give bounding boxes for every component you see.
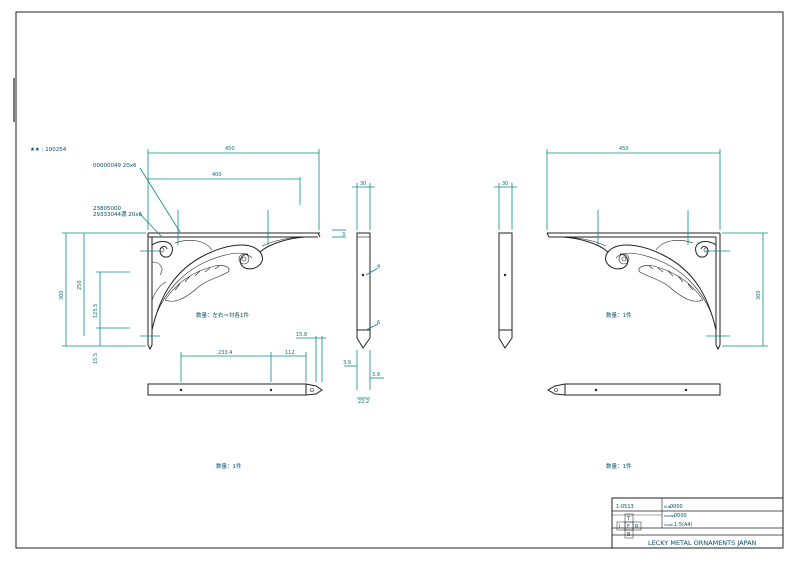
field-b-label: model (664, 514, 675, 518)
scale-value: 1:5(A4) (674, 522, 693, 528)
bottom-profile-left (147, 383, 307, 396)
dim-3-9b: 3.9 (372, 372, 380, 378)
left-side-view: 30 4 6 3 3.9 3.9 22.2 (332, 181, 384, 405)
svg-text:T: T (626, 516, 631, 522)
screw-note-1: 00000049 20x6 (93, 163, 137, 169)
bottom-profile-right (564, 383, 721, 396)
right-side-view: 30 (494, 181, 517, 349)
dim-300-left: 300 (59, 290, 65, 300)
field-a-value: 0000 (670, 504, 683, 510)
sheet-border (15, 11, 784, 549)
dim-125-left: 125.5 (93, 304, 99, 318)
svg-text:L: L (619, 524, 622, 530)
dim-thickness-left: 30 (360, 181, 366, 187)
drawing-number: 1-0513 (616, 504, 634, 510)
scale-label: scale (664, 523, 673, 527)
dim-450-left: 450 (225, 146, 235, 152)
dim-4: 4 (377, 264, 380, 270)
screw-note-2a: 23805000 (93, 206, 121, 212)
projection-symbol: T L F R B (616, 513, 642, 539)
leader-screw-1 (139, 167, 181, 233)
scroll-ornament-right (562, 236, 717, 331)
dim-15-8: 15.8 (296, 332, 307, 338)
dim-450-right: 450 (619, 146, 629, 152)
right-front-view: 450 300 数量：1件 (546, 146, 768, 351)
qty-note-right: 数量：1件 (606, 311, 632, 319)
qty-note-left: 数量：左右＝対各1件 (196, 311, 249, 319)
svg-text:B: B (627, 532, 631, 538)
dim-250-left: 250 (77, 280, 83, 290)
dim-400-left: 400 (212, 172, 222, 178)
dim-3: 3 (342, 232, 345, 238)
dim-6: 6 (377, 320, 380, 326)
qty-note-bottom-right: 数量：1件 (606, 462, 632, 470)
dim-thickness-right: 30 (502, 181, 508, 187)
leader-screw-2 (139, 213, 163, 238)
dim-300-right: 300 (756, 290, 762, 300)
field-a-label: title (664, 505, 671, 509)
title-block: 1-0513 title 0000 model 0000 scale 1:5(A… (611, 497, 784, 549)
left-bottom-view: 233.4 112 15.8 数量：1件 (147, 332, 326, 470)
qty-note-bottom-left: 数量：1件 (216, 462, 242, 470)
company-name: LECKY METAL ORNAMENTS JAPAN (648, 539, 757, 547)
part-number: ★★ : 100254 (30, 147, 67, 153)
dim-3-9a: 3.9 (343, 360, 351, 366)
left-front-view: 450 400 00000049 20x6 23805000 29333044濃… (59, 146, 321, 364)
side-profile-right (498, 232, 513, 331)
dim-112: 112 (285, 350, 295, 356)
side-profile-left (356, 232, 371, 331)
svg-text:R: R (635, 524, 639, 530)
dim-15-left: 15.5 (93, 353, 99, 364)
svg-text:F: F (627, 524, 630, 530)
dim-233-4: 233.4 (218, 350, 232, 356)
right-bottom-view: 数量：1件 (546, 383, 721, 470)
screw-note-2b: 29333044濃 20x6 (93, 210, 142, 218)
scroll-ornament-left (151, 236, 306, 331)
dim-22-2: 22.2 (358, 399, 369, 405)
field-b-value: 0000 (674, 513, 687, 519)
